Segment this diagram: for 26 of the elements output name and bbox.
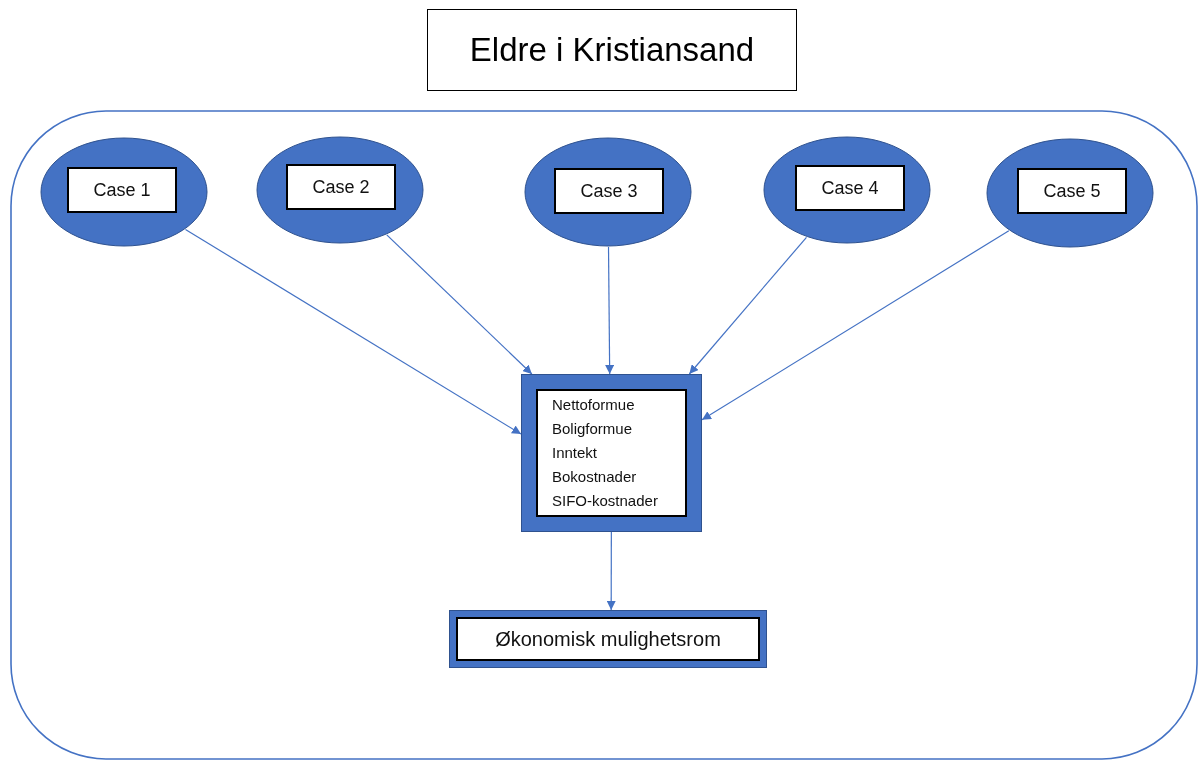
- arrow: [184, 228, 522, 435]
- arrow: [701, 230, 1010, 421]
- case-ellipse: [524, 137, 692, 247]
- arrow: [688, 236, 808, 375]
- framed-box: [521, 374, 702, 532]
- case-label: Case 3: [580, 180, 638, 202]
- box-text: Boligformue: [552, 419, 633, 439]
- arrow: [605, 246, 615, 375]
- box-text: Inntekt: [552, 443, 598, 463]
- box-text: SIFO-kostnader: [552, 491, 658, 511]
- box-text: Økonomisk mulighetsrom: [495, 627, 721, 651]
- case-label: Case 5: [1043, 180, 1101, 202]
- case-ellipse: [256, 136, 424, 244]
- case-label: Case 4: [821, 177, 879, 199]
- case-label: Case 1: [93, 179, 151, 201]
- case-ellipse: [763, 136, 931, 244]
- box-text: Nettoformue: [552, 395, 635, 415]
- title: Eldre i Kristiansand: [427, 9, 797, 91]
- arrow: [606, 531, 616, 611]
- framed-box: [449, 610, 767, 668]
- box-text: Bokostnader: [552, 467, 637, 487]
- case-label: Case 2: [312, 176, 370, 198]
- rounded-frame: [10, 110, 1198, 760]
- arrow: [386, 234, 533, 375]
- case-ellipse: [986, 138, 1154, 248]
- case-ellipse: [40, 137, 208, 247]
